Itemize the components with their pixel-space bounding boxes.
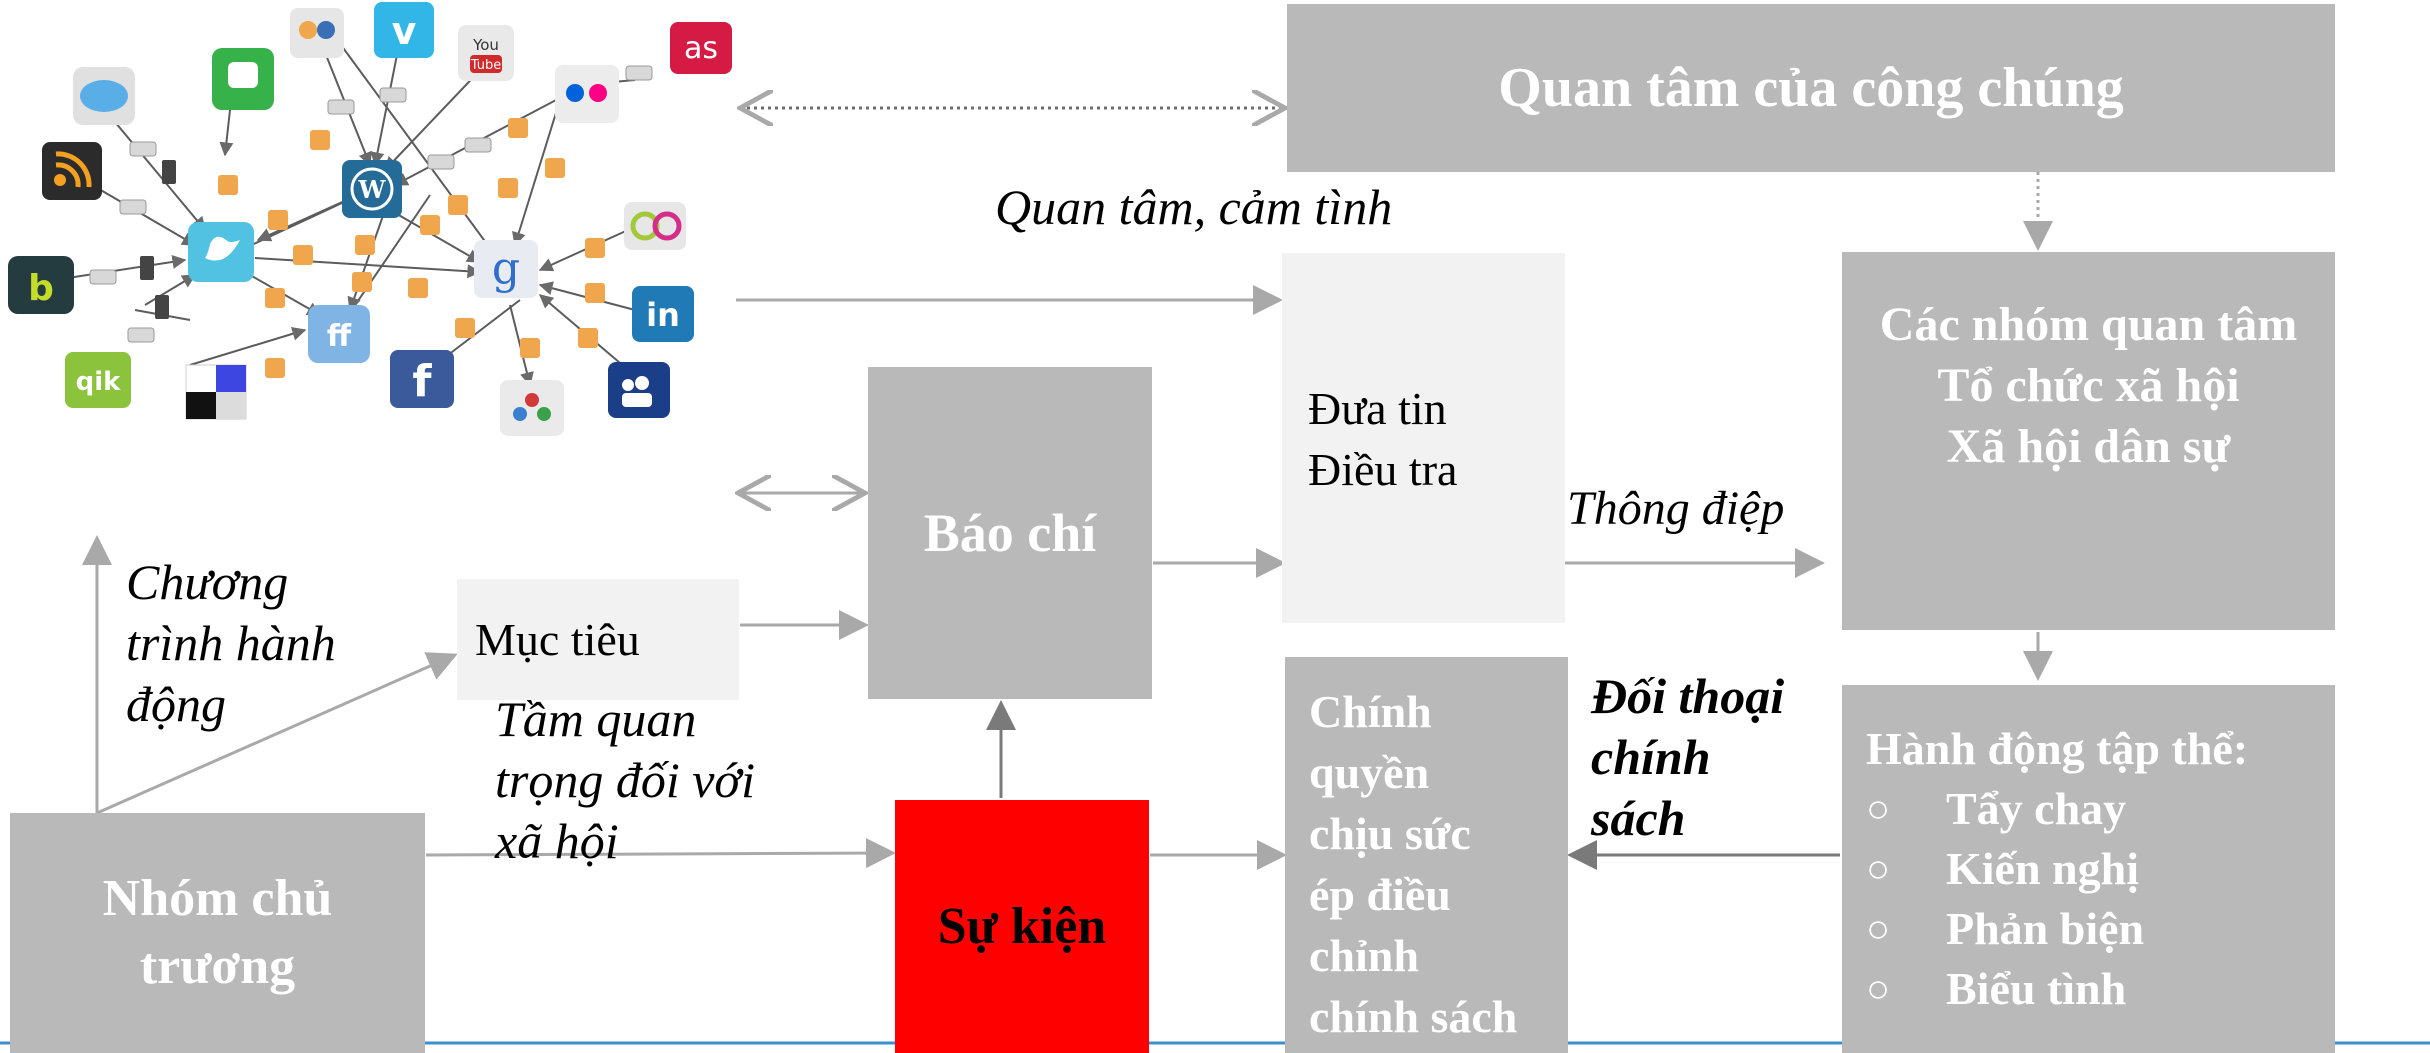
- speech-bubble-icon: [73, 67, 135, 125]
- message-label: Thông điệp: [1567, 482, 1785, 535]
- google-icon: g: [474, 240, 538, 298]
- collective-action-item: ○ Tẩy chay: [1866, 779, 2335, 839]
- collective-action-label: Phản biện: [1946, 903, 2145, 954]
- collective-action-box: Hành động tập thể: ○ Tẩy chay ○ Kiến nghị …: [1842, 685, 2335, 1053]
- chat-icon: [212, 48, 274, 110]
- bullet-circle-icon: ○: [1866, 786, 1891, 831]
- social-importance-line: trọng đối với: [495, 752, 756, 808]
- public-interest-label: Quan tâm của công chúng: [1498, 57, 2124, 119]
- friendfeed-icon: ff: [308, 305, 370, 363]
- advocacy-group-box: Nhóm chủ trương: [10, 813, 425, 1053]
- collective-action-item: ○ Biểu tình: [1866, 959, 2335, 1019]
- social-importance-line: Tầm quan: [495, 691, 697, 747]
- social-importance-label: Tầm quan trọng đối với xã hội: [495, 689, 755, 872]
- collective-action-label: Biểu tình: [1946, 963, 2127, 1014]
- bullet-circle-icon: ○: [1866, 846, 1891, 891]
- phone-icons: [140, 160, 176, 319]
- government-line: chỉnh: [1309, 930, 1419, 981]
- svg-text:as: as: [684, 31, 718, 66]
- government-line: Chính: [1309, 686, 1432, 737]
- press-box: Báo chí: [868, 367, 1152, 699]
- twitter-icon: [188, 222, 254, 282]
- interest-groups-line: Tổ chức xã hội: [1937, 359, 2240, 412]
- svg-text:You: You: [472, 36, 499, 54]
- event-label: Sự kiện: [937, 898, 1107, 955]
- svg-text:ff: ff: [327, 319, 352, 354]
- people-network-icon: [500, 380, 564, 436]
- flickr-icon: [555, 65, 619, 123]
- news-box: Đưa tin Điều tra: [1282, 253, 1565, 623]
- svg-text:g: g: [492, 243, 520, 294]
- svg-text:Tube: Tube: [470, 58, 501, 73]
- linkedin-icon: in: [632, 286, 694, 342]
- svg-text:qik: qik: [76, 367, 122, 397]
- action-program-line: động: [126, 676, 226, 732]
- facebook-icon: f: [390, 350, 454, 408]
- creative-commons-icon: [624, 202, 686, 250]
- lastfm-icon: as: [670, 22, 732, 74]
- collective-action-item: ○ Kiến nghị: [1866, 839, 2335, 899]
- policy-dialogue-line: chính: [1591, 729, 1711, 785]
- arrow-advocacy-goal: [96, 652, 458, 815]
- government-line: quyền: [1309, 747, 1430, 798]
- collective-action-title: Hành động tập thể:: [1866, 723, 2249, 774]
- news-line: Điều tra: [1308, 444, 1458, 495]
- goal-box: Mục tiêu: [457, 579, 739, 700]
- bullet-circle-icon: ○: [1866, 906, 1891, 951]
- delicious-icon: [290, 8, 344, 58]
- brightkite-icon: b: [8, 256, 74, 314]
- interest-groups-box: Các nhóm quan tâm Tổ chức xã hội Xã hội …: [1842, 252, 2335, 630]
- policy-dialogue-line: Đối thoại: [1591, 668, 1785, 724]
- policy-dialogue-label: Đối thoại chính sách: [1591, 666, 1784, 849]
- advocacy-group-line: trương: [139, 938, 296, 995]
- action-program-label: Chương trình hành động: [126, 552, 336, 735]
- qik-icon: qik: [65, 352, 131, 408]
- svg-text:in: in: [646, 296, 680, 334]
- government-line: ép điều: [1309, 869, 1451, 920]
- goal-label: Mục tiêu: [475, 614, 640, 665]
- government-line: chịu sức: [1309, 808, 1471, 859]
- wordpress-icon: W: [342, 160, 402, 218]
- interest-groups-line: Các nhóm quan tâm: [1879, 298, 2298, 351]
- svg-text:f: f: [412, 356, 432, 407]
- event-box: Sự kiện: [895, 800, 1149, 1053]
- press-label: Báo chí: [923, 503, 1097, 563]
- collective-action-item: ○ Phản biện: [1866, 899, 2335, 959]
- advocacy-group-line: Nhóm chủ: [102, 870, 333, 927]
- public-interest-box: Quan tâm của công chúng: [1287, 4, 2335, 172]
- delicious-squares-icon: [185, 364, 247, 420]
- svg-text:v: v: [392, 9, 417, 53]
- interest-groups-line: Xã hội dân sự: [1946, 420, 2231, 473]
- collective-action-list: ○ Tẩy chay ○ Kiến nghị ○ Phản biện ○ Biểu tì…: [1866, 779, 2335, 1019]
- government-box: Chính quyền chịu sức ép điều chỉnh chính…: [1285, 657, 1568, 1053]
- action-program-line: Chương: [126, 554, 289, 610]
- action-program-line: trình hành: [126, 615, 336, 671]
- svg-text:W: W: [358, 175, 387, 204]
- arrow-advocacy-event: [425, 838, 896, 869]
- collective-action-label: Tẩy chay: [1946, 783, 2127, 834]
- rss-feed-badges: [218, 118, 605, 378]
- vimeo-icon: v: [374, 2, 434, 58]
- myspace-icon: [608, 362, 670, 418]
- bullet-circle-icon: ○: [1866, 966, 1891, 1011]
- rss-icon: [42, 142, 102, 200]
- policy-dialogue-line: sách: [1591, 790, 1686, 846]
- api-badges: [89, 65, 653, 343]
- news-line: Đưa tin: [1308, 383, 1447, 434]
- government-line: chính sách: [1309, 991, 1518, 1042]
- svg-text:b: b: [28, 268, 54, 309]
- interest-sympathy-label: Quan tâm, cảm tình: [995, 179, 1393, 235]
- collective-action-label: Kiến nghị: [1946, 843, 2140, 894]
- social-importance-line: xã hội: [495, 813, 619, 869]
